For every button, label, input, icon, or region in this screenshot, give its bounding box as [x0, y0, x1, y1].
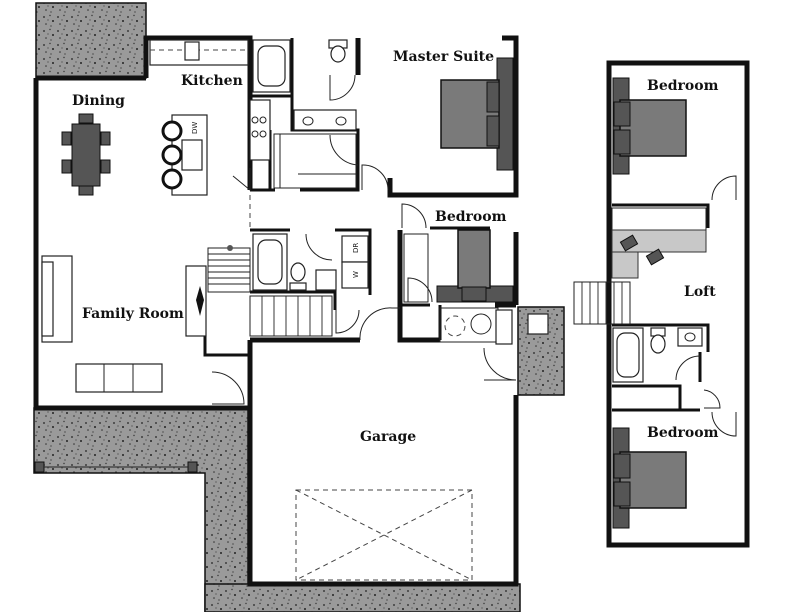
label-kitchen: Kitchen — [181, 73, 243, 89]
dryer-label: DR — [352, 243, 360, 253]
hall-tub — [252, 233, 288, 291]
post-right — [187, 461, 198, 473]
master-closet — [273, 133, 357, 189]
sofa-horizontal — [75, 363, 163, 393]
door-swings — [211, 74, 517, 405]
kitchen-counter — [149, 39, 249, 66]
label-garage: Garage — [360, 429, 416, 445]
laundry: DR W — [341, 235, 369, 289]
dishwasher-label: DW — [191, 122, 199, 134]
label-family-room: Family Room — [82, 306, 184, 322]
master-toilet — [328, 39, 348, 63]
label-loft: Loft — [684, 284, 716, 300]
master-tub — [252, 39, 291, 93]
rear-patio-slab — [33, 407, 249, 612]
main-stairs — [207, 195, 333, 337]
washer-label: W — [352, 271, 360, 278]
label-bedroom-upper-top: Bedroom — [647, 78, 719, 94]
label-bedroom-main: Bedroom — [435, 209, 507, 225]
master-vanity — [293, 109, 357, 131]
main-floor-walls — [33, 35, 519, 587]
upper-closet-top — [611, 207, 707, 231]
fireplace — [185, 265, 207, 337]
loft-desk — [611, 229, 707, 279]
upper-bed-top — [612, 77, 687, 175]
upper-bed-bottom — [612, 427, 687, 529]
upper-bath — [612, 327, 703, 383]
post-left — [34, 461, 45, 473]
hall-sink — [315, 269, 337, 291]
garage-apron — [204, 583, 521, 612]
upper-stairs — [573, 281, 631, 325]
master-bed — [440, 57, 514, 171]
front-porch-slab — [35, 2, 147, 79]
hall-toilet — [289, 262, 307, 291]
mechanical-room — [439, 307, 549, 345]
bar-stools — [161, 120, 183, 190]
dining-table — [61, 113, 111, 196]
label-master-suite: Master Suite — [393, 49, 494, 65]
garage-car-outline — [295, 489, 473, 581]
label-bedroom-upper-bottom: Bedroom — [647, 425, 719, 441]
pantry-counter — [249, 99, 271, 161]
upper-door-swings — [675, 175, 737, 437]
main-bedroom-bed — [436, 229, 514, 303]
main-bedroom-closet — [403, 233, 429, 303]
upper-floor-walls — [606, 60, 750, 548]
label-dining: Dining — [72, 93, 125, 109]
sofa-vertical — [41, 255, 73, 343]
